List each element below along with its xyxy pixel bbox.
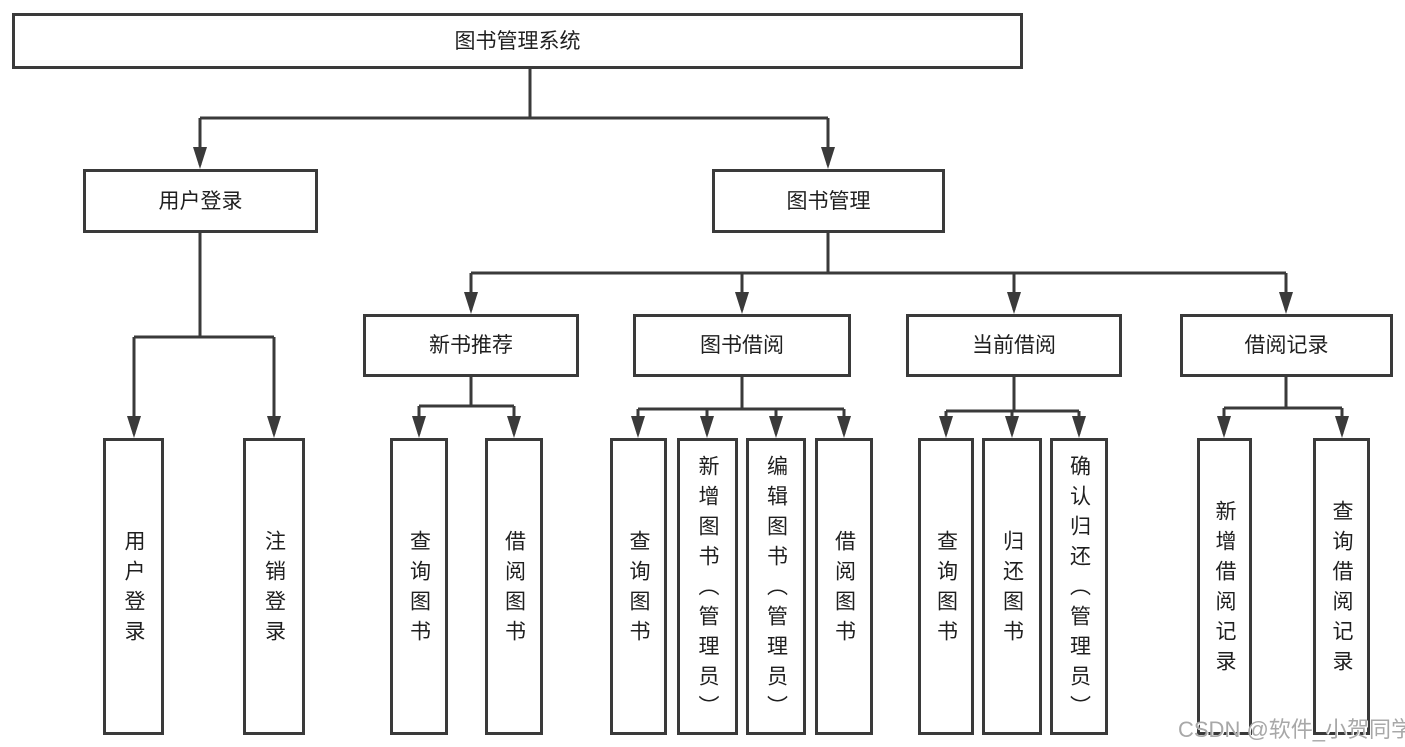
leaf-current-query-books: 查询图书 xyxy=(918,438,974,735)
node-book-borrowing: 图书借阅 xyxy=(633,314,851,377)
leaf-records-add-borrow-record: 新增借阅记录 xyxy=(1197,438,1252,735)
node-current-borrowing: 当前借阅 xyxy=(906,314,1122,377)
node-book-management: 图书管理 xyxy=(712,169,945,233)
watermark: CSDN @软件_小贺同学 xyxy=(1178,717,1405,742)
leaf-current-return-books: 归还图书 xyxy=(982,438,1042,735)
node-library-system-root: 图书管理系统 xyxy=(12,13,1023,69)
leaf-logout: 注销登录 xyxy=(243,438,305,735)
arrowheads xyxy=(127,147,1349,438)
leaf-records-query-borrow-record: 查询借阅记录 xyxy=(1313,438,1370,735)
leaf-borrowing-add-books-admin: 新增图书（管理员） xyxy=(677,438,738,735)
leaf-borrowing-edit-books-admin: 编辑图书（管理员） xyxy=(746,438,806,735)
node-new-book-recommend: 新书推荐 xyxy=(363,314,579,377)
leaf-borrowing-borrow-books: 借阅图书 xyxy=(815,438,873,735)
leaf-recommend-borrow-books: 借阅图书 xyxy=(485,438,543,735)
node-borrow-records: 借阅记录 xyxy=(1180,314,1393,377)
leaf-current-confirm-return-admin: 确认归还（管理员） xyxy=(1050,438,1108,735)
leaf-borrowing-query-books: 查询图书 xyxy=(610,438,667,735)
tree-edges xyxy=(132,69,1344,434)
leaf-recommend-query-books: 查询图书 xyxy=(390,438,448,735)
leaf-user-login: 用户登录 xyxy=(103,438,164,735)
node-user-login: 用户登录 xyxy=(83,169,318,233)
